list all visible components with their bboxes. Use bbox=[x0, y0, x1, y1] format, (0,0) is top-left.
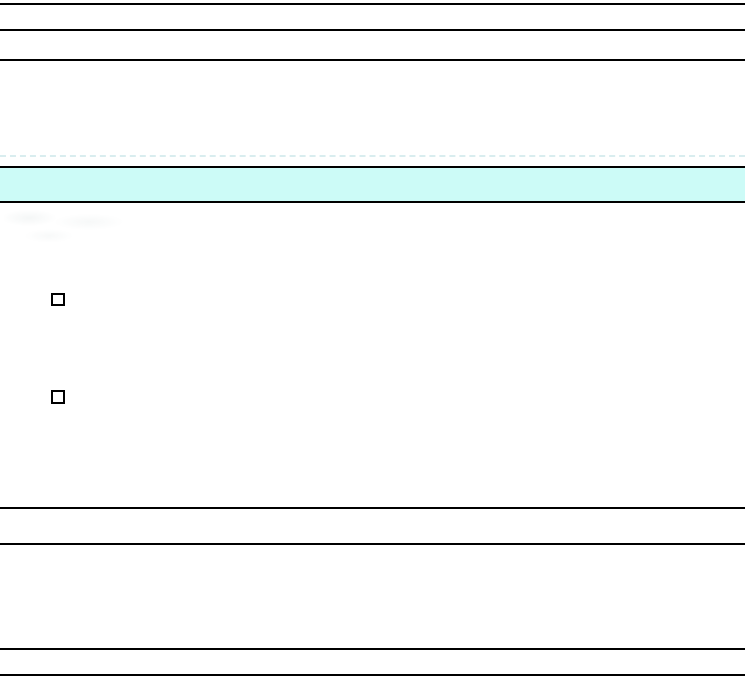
horizontal-rule-top-2 bbox=[0, 29, 745, 31]
horizontal-rule-top-3 bbox=[0, 59, 745, 61]
horizontal-rule-bottom-4 bbox=[0, 674, 745, 676]
highlight-band bbox=[0, 166, 745, 203]
faint-dashed-divider bbox=[0, 155, 745, 157]
checkbox-option-2[interactable] bbox=[51, 390, 65, 404]
horizontal-rule-bottom-1 bbox=[0, 507, 745, 509]
horizontal-rule-bottom-3 bbox=[0, 648, 745, 650]
faded-text-artifact bbox=[4, 206, 139, 244]
checkbox-option-1[interactable] bbox=[51, 293, 65, 306]
horizontal-rule-top-1 bbox=[0, 3, 745, 5]
horizontal-rule-bottom-2 bbox=[0, 543, 745, 545]
